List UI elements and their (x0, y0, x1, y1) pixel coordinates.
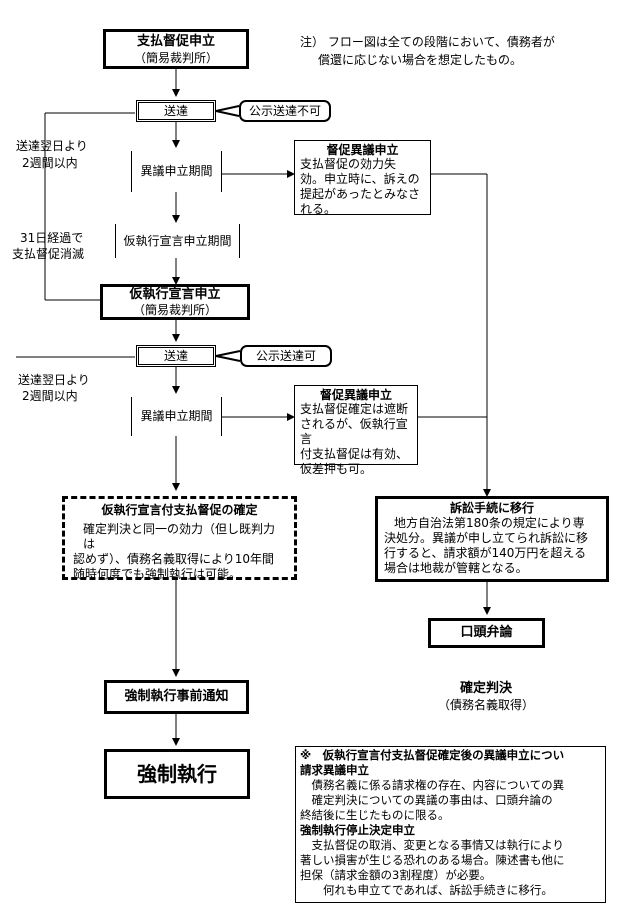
objection-period-1: 異議申立期間 (131, 151, 222, 192)
footnote-box: ※ 仮執行宣言付支払督促確定後の異議申立につい 請求異議申立 債務名義に係る請求… (295, 746, 606, 903)
objection2-line2: されるが、仮執行宣言 (300, 417, 408, 446)
objection1-line1: 支払督促の効力失 (300, 157, 397, 171)
service-box-1: 送達 (136, 100, 216, 122)
side1-line1: 送達翌日より (16, 139, 88, 153)
service-box-2: 送達 (136, 345, 216, 367)
footnote-p2a: 支払督促の取消、変更となる事情又は執行により (300, 838, 564, 852)
provisional-petition-box: 仮執行宣言申立 （簡易裁判所） (100, 284, 250, 320)
litigation-line3: 行すると、請求額が140万円を超える (384, 546, 587, 560)
objection1-line2: 効。申立時に、訴えの (300, 172, 420, 186)
objection2-title: 督促異議申立 (319, 388, 392, 402)
public-service-not-allowed: 公示送達不可 (239, 100, 331, 122)
footnote-h1: 請求異議申立 (300, 763, 369, 777)
footnote-p2d: 何れも申立てであれば、訴訟手続きに移行。 (300, 883, 553, 897)
judgment-block: 確定判決 （債務名義取得） (425, 680, 547, 716)
litigation-box: 訴訟手続に移行 地方自治法第180条の規定により専 決処分。異議が申し立てられ訴… (375, 496, 609, 582)
finalized-line3: 随時何度でも強制執行は可能。 (73, 567, 242, 581)
footnote-p1a: 債務名義に係る請求権の存在、内容についての異 (300, 778, 565, 792)
provisional-petition-court: （簡易裁判所） (132, 303, 217, 317)
petition-court: （簡易裁判所） (133, 51, 218, 65)
objection-period-2: 異議申立期間 (131, 397, 222, 436)
footnote-h2: 強制執行停止決定申立 (300, 823, 415, 837)
judgment-title: 確定判決 (459, 681, 512, 696)
objection2-line4: 仮差押も可。 (300, 462, 373, 476)
footnote-p1c: 終結後に生じたものに限る。 (300, 808, 450, 822)
objection-box-2: 督促異議申立 支払督促確定は遮断 されるが、仮執行宣言 付支払督促は有効、 仮差… (294, 385, 418, 476)
objection1-title: 督促異議申立 (326, 143, 399, 157)
footnote-p1b: 確定判決についての異議の事由は、口頭弁論の (300, 793, 553, 807)
public-service-allowed: 公示送達可 (240, 345, 332, 367)
side1-line2: 2週間以内 (22, 156, 78, 170)
side3-line2: 2週間以内 (22, 389, 78, 403)
judgment-sub: （債務名義取得） (437, 698, 534, 712)
note-line-1: 注） フロー図は全ての段階において、債務者が (300, 35, 555, 49)
objection1-line3: 提起があったとみなさ (300, 187, 421, 201)
objection-box-1: 督促異議申立 支払督促の効力失 効。申立時に、訴えの 提起があったとみなさ れる… (294, 140, 431, 216)
litigation-line1: 地方自治法第180条の規定により専 (394, 516, 585, 530)
objection1-line4: れる。 (300, 202, 337, 216)
provisional-period: 仮執行宣言申立期間 (115, 224, 240, 258)
finalized-title: 仮執行宣言付支払督促の確定 (101, 503, 258, 517)
litigation-line4: 場合は地裁が管轄となる。 (384, 561, 528, 575)
finalized-box: 仮執行宣言付支払督促の確定 確定判決と同一の効力（但し既判力は 認めず）、債務名… (62, 496, 297, 581)
finalized-line2: 認めず）、債務名義取得により10年間 (73, 552, 275, 566)
footnote-p2c: 担保（請求金額の3割程度）が必要。 (300, 868, 492, 882)
side2-line1: 31日経過で (20, 231, 84, 245)
petition-box: 支払督促申立 （簡易裁判所） (103, 29, 249, 69)
objection2-line1: 支払督促確定は遮断 (300, 402, 409, 416)
petition-title: 支払督促申立 (136, 34, 215, 49)
side2-line2: 支払督促消滅 (12, 247, 85, 261)
finalized-line1: 確定判決と同一の効力（但し既判力は (83, 522, 276, 551)
objection2-line3: 付支払督促は有効、 (300, 447, 409, 461)
provisional-petition-title: 仮執行宣言申立 (129, 287, 221, 302)
advance-notice-box: 強制執行事前通知 (104, 680, 249, 714)
litigation-title: 訴訟手続に移行 (449, 501, 534, 515)
footnote-head: ※ 仮執行宣言付支払督促確定後の異議申立につい (300, 748, 565, 762)
oral-argument-box: 口頭弁論 (428, 618, 545, 648)
enforcement-box: 強制執行 (104, 749, 250, 799)
footnote-p2b: 著しい損害が生じる恐れのある場合。陳述書も他に (300, 853, 565, 867)
note-line-2: 償還に応じない場合を想定したもの。 (318, 53, 523, 67)
side3-line1: 送達翌日より (18, 373, 90, 387)
litigation-line2: 決処分。異議が申し立てられ訴訟に移 (384, 531, 589, 545)
